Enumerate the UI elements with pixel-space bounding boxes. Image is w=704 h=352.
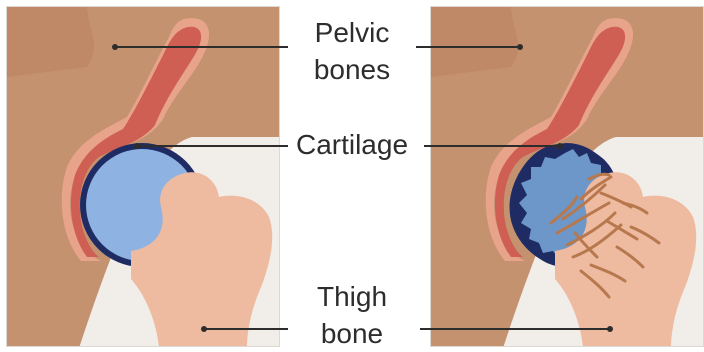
pelvic-leader-left: [115, 46, 288, 48]
cartilage-leader-right: [424, 145, 560, 147]
pelvic-dot-right: [517, 44, 523, 50]
thigh-bone-label: Thigh bone: [277, 278, 427, 352]
arthritic-hip-joint-illustration: [431, 7, 704, 347]
thigh-bone-label-line2: bone: [277, 315, 427, 352]
pelvic-bones-label-line1: Pelvic: [277, 14, 427, 51]
cartilage-leader-left: [137, 145, 288, 147]
pelvic-bones-label-line2: bones: [277, 51, 427, 88]
thigh-dot-left: [201, 326, 207, 332]
thigh-bone-label-line1: Thigh: [277, 278, 427, 315]
cartilage-dot-left: [134, 143, 140, 149]
healthy-hip-joint-illustration: [7, 7, 280, 347]
cartilage-dot-right: [557, 143, 563, 149]
arthritic-hip-panel: [430, 6, 704, 347]
thigh-leader-right: [420, 328, 610, 330]
healthy-hip-panel: [6, 6, 280, 347]
pelvic-bone-shadow: [7, 7, 94, 77]
thigh-leader-left: [204, 328, 288, 330]
pelvic-bones-label: Pelvic bones: [277, 14, 427, 88]
pelvic-leader-right: [416, 46, 520, 48]
pelvic-bone-shadow: [431, 7, 518, 77]
thigh-dot-right: [607, 326, 613, 332]
cartilage-label: Cartilage: [277, 126, 427, 163]
pelvic-dot-left: [112, 44, 118, 50]
cartilage-label-text: Cartilage: [277, 126, 427, 163]
